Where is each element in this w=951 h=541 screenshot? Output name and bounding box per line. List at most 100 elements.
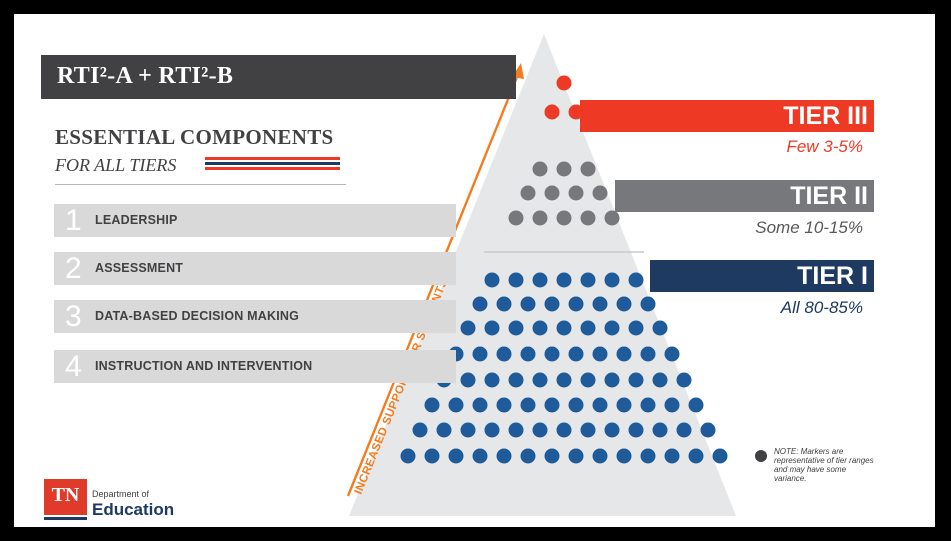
student-marker	[640, 296, 656, 312]
student-marker	[424, 448, 440, 464]
student-marker	[592, 397, 608, 413]
essential-components-title: ESSENTIAL COMPONENTS	[55, 125, 334, 149]
student-marker	[508, 210, 524, 226]
student-marker	[532, 320, 548, 336]
component-data-based-decision-making	[54, 300, 456, 333]
student-marker	[544, 346, 560, 362]
student-marker	[520, 296, 536, 312]
student-marker	[616, 346, 632, 362]
student-marker	[472, 346, 488, 362]
student-marker	[652, 372, 668, 388]
dept-label: Department of	[92, 489, 150, 499]
student-marker	[448, 448, 464, 464]
student-marker	[508, 422, 524, 438]
student-marker	[640, 397, 656, 413]
student-marker	[568, 346, 584, 362]
tn-logo-underline	[44, 517, 87, 520]
student-marker	[532, 161, 548, 177]
student-marker	[604, 272, 620, 288]
student-marker	[556, 372, 572, 388]
student-marker	[508, 320, 524, 336]
component-label: LEADERSHIP	[95, 213, 178, 227]
student-marker	[604, 422, 620, 438]
student-marker	[676, 422, 692, 438]
student-marker	[460, 422, 476, 438]
student-marker	[688, 397, 704, 413]
component-number: 2	[65, 252, 82, 285]
component-leadership	[54, 204, 456, 237]
tier-i-name: TIER I	[797, 262, 868, 290]
student-marker	[700, 422, 716, 438]
student-marker	[580, 320, 596, 336]
student-marker	[436, 422, 452, 438]
student-marker	[592, 448, 608, 464]
student-marker	[556, 320, 572, 336]
student-marker	[472, 397, 488, 413]
component-label: INSTRUCTION AND INTERVENTION	[95, 359, 313, 373]
student-marker	[472, 296, 488, 312]
student-marker	[544, 296, 560, 312]
student-marker	[664, 448, 680, 464]
rti-title: RTI²-A + RTI²-B	[57, 63, 234, 89]
flag-stripes	[205, 157, 340, 173]
student-marker	[592, 185, 608, 201]
student-marker	[544, 185, 560, 201]
student-marker	[580, 272, 596, 288]
infographic-canvas: INCREASED SUPPORT FOR STUDENTS RTI²-A + …	[14, 14, 935, 527]
student-marker	[532, 210, 548, 226]
student-marker	[508, 372, 524, 388]
student-marker	[580, 210, 596, 226]
student-marker	[664, 397, 680, 413]
student-markers	[400, 75, 728, 464]
student-marker	[496, 296, 512, 312]
student-marker	[676, 372, 692, 388]
student-marker	[532, 422, 548, 438]
student-marker	[556, 75, 572, 91]
student-marker	[652, 320, 668, 336]
student-marker	[412, 422, 428, 438]
tier-ii-range: Some 10-15%	[755, 218, 863, 237]
student-marker	[568, 397, 584, 413]
student-marker	[628, 372, 644, 388]
student-marker	[400, 448, 416, 464]
component-number: 4	[65, 350, 82, 383]
essential-divider	[55, 184, 346, 185]
student-marker	[484, 320, 500, 336]
component-label: DATA-BASED DECISION MAKING	[95, 309, 300, 323]
student-marker	[616, 296, 632, 312]
tn-logo: TN	[44, 479, 87, 515]
essential-components-subtitle: FOR ALL TIERS	[55, 155, 177, 175]
student-marker	[496, 397, 512, 413]
student-marker	[616, 448, 632, 464]
student-marker	[520, 185, 536, 201]
education-label: Education	[92, 500, 175, 519]
component-instruction-and-intervention	[54, 350, 456, 383]
note-marker-icon	[755, 450, 767, 462]
student-marker	[592, 296, 608, 312]
component-number: 3	[65, 300, 82, 333]
student-marker	[712, 448, 728, 464]
student-marker	[520, 397, 536, 413]
student-marker	[604, 210, 620, 226]
student-marker	[484, 272, 500, 288]
student-marker	[496, 448, 512, 464]
student-marker	[616, 397, 632, 413]
student-marker	[580, 422, 596, 438]
student-marker	[628, 272, 644, 288]
tier-i-bar	[650, 260, 874, 292]
student-marker	[652, 422, 668, 438]
student-marker	[568, 104, 584, 120]
student-marker	[556, 210, 572, 226]
component-number: 1	[65, 204, 82, 237]
student-marker	[556, 272, 572, 288]
student-marker	[556, 161, 572, 177]
student-marker	[640, 448, 656, 464]
student-marker	[520, 448, 536, 464]
pyramid-diagram: INCREASED SUPPORT FOR STUDENTS	[346, 34, 736, 516]
tier-iii-bar	[580, 100, 874, 132]
student-marker	[580, 372, 596, 388]
student-marker	[544, 397, 560, 413]
student-marker	[604, 372, 620, 388]
student-marker	[628, 422, 644, 438]
student-marker	[460, 320, 476, 336]
